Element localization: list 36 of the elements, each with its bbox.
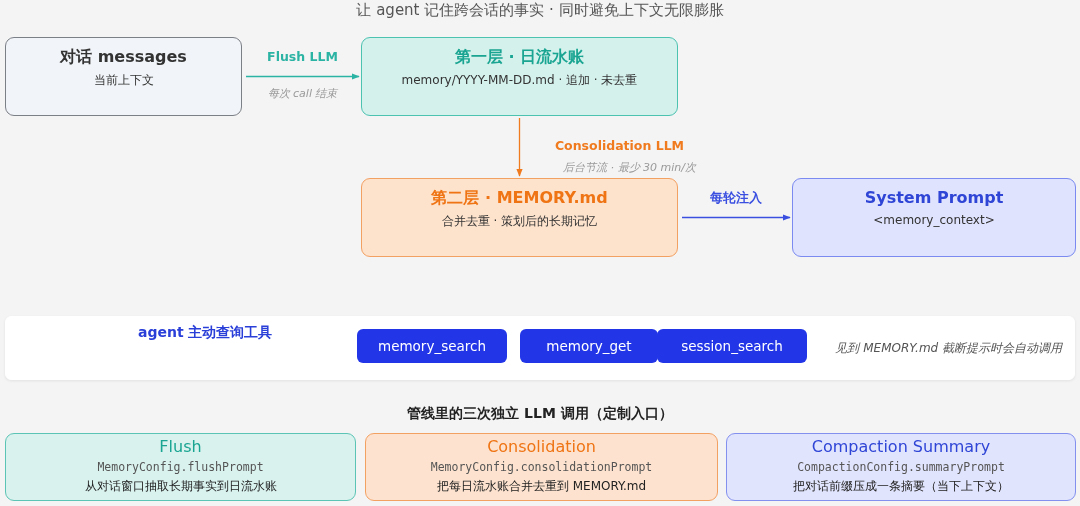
- note-text: 后台节流 · 最少 30 min/次: [560, 160, 699, 175]
- diagram-title: 让 agent 记住跨会话的事实 · 同时避免上下文无限膨胀: [356, 1, 724, 19]
- process-box: [5, 37, 242, 116]
- card-title: Consolidation: [486, 437, 597, 456]
- arrow: [681, 214, 791, 221]
- box-title: 第一层 · 日流水账: [453, 47, 586, 68]
- box-title: System Prompt: [863, 188, 1005, 207]
- box-title: 第二层 · MEMORY.md: [430, 188, 609, 209]
- code-text: CompactionConfig.summaryPrompt: [796, 460, 1006, 474]
- tool-button: session_search: [657, 329, 807, 363]
- layer-box: [361, 37, 678, 116]
- tool-button: memory_search: [357, 329, 507, 363]
- box-title: 对话 messages: [58, 47, 188, 68]
- note-text: 见到 MEMORY.md 截断提示时会自动调用: [835, 340, 1062, 357]
- code-text: MemoryConfig.consolidationPrompt: [429, 460, 654, 474]
- box-subtitle: 合并去重 · 策划后的长期记忆: [440, 213, 599, 230]
- description-text: 把每日流水账合并去重到 MEMORY.md: [435, 478, 648, 495]
- tool-panel: [5, 316, 1075, 380]
- arrow: [516, 117, 523, 177]
- tool-button: memory_get: [520, 329, 658, 363]
- box-subtitle: <memory_context>: [872, 213, 996, 227]
- prompt-box: [792, 178, 1076, 257]
- panel-heading: agent 主动查询工具: [138, 324, 273, 342]
- box-subtitle: memory/YYYY-MM-DD.md · 追加 · 未去重: [400, 72, 639, 89]
- prompt-card: [5, 433, 356, 501]
- edge-label: 每轮注入: [707, 189, 765, 207]
- box-subtitle: 当前上下文: [92, 72, 155, 89]
- code-text: MemoryConfig.flushPrompt: [96, 460, 265, 474]
- prompt-card: [365, 433, 718, 501]
- description-text: 把对话前缀压成一条摘要（当下上下文）: [792, 478, 1010, 495]
- prompt-card: [726, 433, 1076, 501]
- layer-box: [361, 178, 678, 257]
- card-title: Flush: [158, 437, 203, 456]
- arrow: [245, 73, 360, 80]
- description-text: 从对话窗口抽取长期事实到日流水账: [83, 478, 278, 495]
- card-title: Compaction Summary: [810, 437, 992, 456]
